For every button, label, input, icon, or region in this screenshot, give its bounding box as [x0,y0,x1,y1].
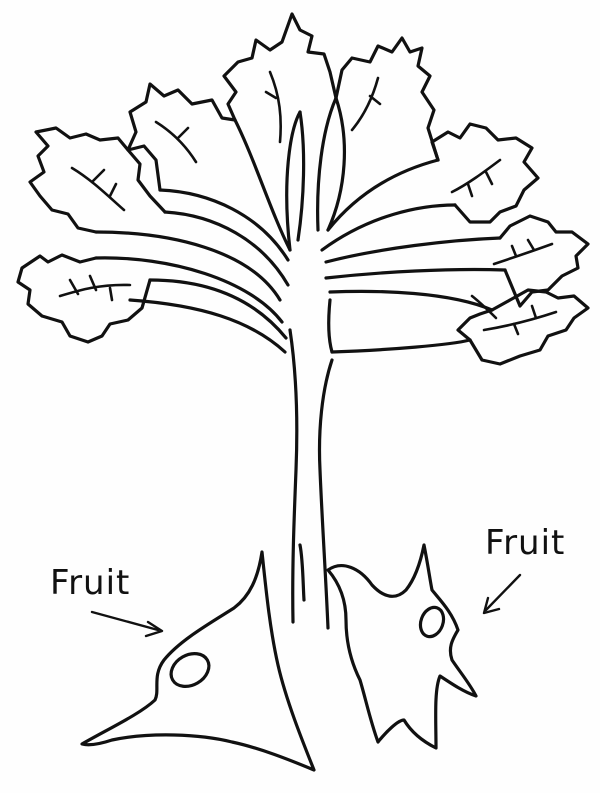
arrow-right [484,575,520,613]
tree-trunk [290,330,332,628]
fruit-left-hole [165,647,215,693]
fruit-label-left: Fruit [50,566,130,600]
fruit-label-right: Fruit [485,526,565,560]
fruit-right-hole [417,604,448,640]
arrow-left [92,612,162,636]
fruit-right [328,545,476,748]
leaf-veins [60,72,556,334]
